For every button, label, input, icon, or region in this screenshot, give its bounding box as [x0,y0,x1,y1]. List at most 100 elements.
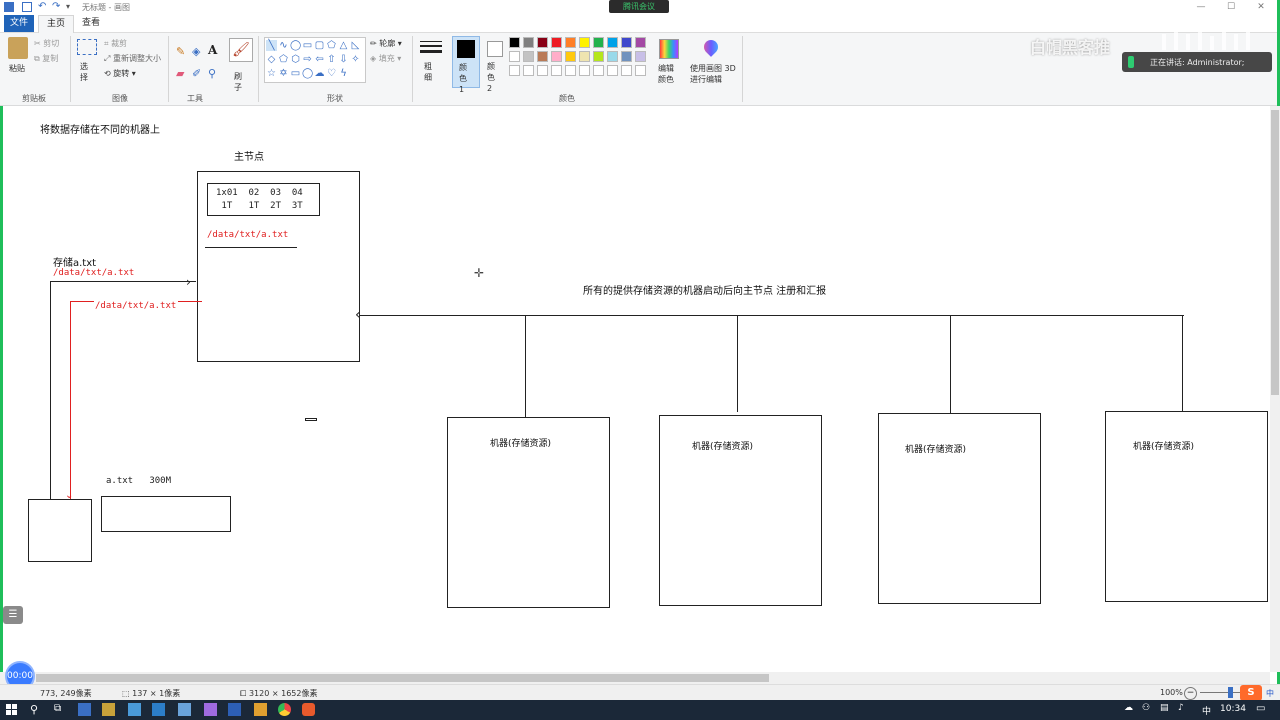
callout-oval-shape-icon[interactable]: ◯ [302,68,314,79]
fill-bucket-icon[interactable]: ◈ [192,45,201,58]
tab-file[interactable]: 文件 [4,15,34,32]
size-button[interactable]: 粗细 [424,62,432,82]
palette-swatch[interactable] [607,51,618,62]
taskbar-app-explorer-icon[interactable] [78,703,91,716]
list-menu-icon[interactable]: ☰ [3,606,23,624]
brush-button[interactable]: 刷子 [234,72,242,92]
ime-indicator[interactable]: 中 [1202,707,1212,717]
tray-icon-2[interactable]: ⚇ [1142,703,1151,713]
magnifier-icon[interactable]: ⚲ [208,67,217,80]
palette-swatch[interactable] [523,51,534,62]
text-tool-icon[interactable]: A [208,43,218,57]
eraser-icon[interactable]: ▰ [176,67,185,80]
rotate-button[interactable]: ⟲ 旋转 ▾ [104,69,136,78]
taskbar-app-store-icon[interactable] [128,703,141,716]
meeting-indicator[interactable]: 腾讯会议 [609,0,669,13]
palette-swatch[interactable] [509,37,520,48]
diamond-shape-icon[interactable]: ◇ [267,54,276,65]
taskbar-app-folder-icon[interactable] [102,703,115,716]
sogou-ime-icon[interactable]: S [1240,685,1262,701]
palette-swatch[interactable] [579,51,590,62]
right-triangle-shape-icon[interactable]: ◺ [351,40,360,51]
palette-swatch[interactable] [551,51,562,62]
save-icon[interactable] [22,2,32,12]
palette-swatch[interactable] [635,51,646,62]
drawing-canvas[interactable]: 将数据存储在不同的机器上 主节点 1x01 02 03 04 1T 1T 2T … [0,106,1270,672]
palette-swatch[interactable] [579,37,590,48]
search-icon[interactable]: ⚲ [30,703,39,716]
hexagon-shape-icon[interactable]: ⬡ [291,54,300,65]
palette-swatch[interactable] [635,65,646,76]
oval-shape-icon[interactable]: ◯ [290,40,302,51]
five-point-star-shape-icon[interactable]: ☆ [267,68,276,79]
cloud-shape-icon[interactable]: ☁ [314,68,325,79]
shapes-gallery[interactable]: ╲ ∿ ◯ ▭ ▢ ⬠ △ ◺ ◇ ⬠ ⬡ ⇨ ⇦ ⇧ ⇩ ✧ ☆ ✡ ▭ ◯ … [264,37,366,83]
paste-icon[interactable] [8,37,28,59]
palette-swatch[interactable] [621,51,632,62]
brush-icon[interactable]: 🖌 [229,38,253,62]
palette-swatch[interactable] [565,37,576,48]
paint3d-button[interactable]: 使用画图 3D 进行编辑 [690,64,736,84]
select-icon[interactable] [77,39,97,55]
down-arrow-shape-icon[interactable]: ⇩ [339,54,348,65]
rectangle-shape-icon[interactable]: ▭ [302,40,313,51]
task-view-icon[interactable]: ⧉ [54,703,62,714]
palette-swatch[interactable] [565,51,576,62]
up-arrow-shape-icon[interactable]: ⇧ [327,54,336,65]
taskbar-app-5-icon[interactable] [204,703,217,716]
callout-rect-shape-icon[interactable]: ▭ [290,68,301,79]
palette-swatch[interactable] [593,51,604,62]
select-button[interactable]: 选择 [80,62,88,82]
polygon-shape-icon[interactable]: ⬠ [327,40,336,51]
color2-button[interactable]: 颜色 2 [483,36,507,93]
line-shape-icon[interactable]: ╲ [266,40,277,51]
palette-swatch[interactable] [565,65,576,76]
ime-mode[interactable]: 中 [1266,689,1274,698]
right-arrow-shape-icon[interactable]: ⇨ [303,54,312,65]
zoom-out-button[interactable]: − [1184,687,1197,700]
four-point-star-shape-icon[interactable]: ✧ [351,54,360,65]
pentagon-shape-icon[interactable]: ⬠ [279,54,288,65]
edit-colors-button[interactable]: 编辑颜色 [658,64,674,84]
paste-button[interactable]: 粘贴 [9,64,25,73]
tab-home[interactable]: 主页 [38,15,74,33]
palette-swatch[interactable] [551,37,562,48]
palette-swatch[interactable] [635,37,646,48]
palette-swatch[interactable] [537,65,548,76]
palette-swatch[interactable] [579,65,590,76]
start-windows-icon[interactable] [6,704,18,716]
palette-swatch[interactable] [607,65,618,76]
palette-swatch[interactable] [509,65,520,76]
taskbar-clock[interactable]: 10:34 [1220,704,1246,714]
tray-icon-1[interactable]: ☁ [1124,703,1133,713]
undo-icon[interactable]: ↶ [38,1,47,12]
left-arrow-shape-icon[interactable]: ⇦ [315,54,324,65]
palette-swatch[interactable] [523,65,534,76]
color-picker-icon[interactable]: ✐ [192,67,202,80]
heart-shape-icon[interactable]: ♡ [327,68,336,79]
pencil-icon[interactable]: ✎ [176,45,186,58]
size-icon[interactable] [420,41,442,42]
minimize-button[interactable]: — [1196,2,1206,12]
taskbar-app-7-icon[interactable] [254,703,267,716]
rounded-rectangle-shape-icon[interactable]: ▢ [314,40,325,51]
palette-swatch[interactable] [593,37,604,48]
taskbar-chrome-icon[interactable] [278,703,291,716]
horizontal-scroll-thumb[interactable] [36,674,769,682]
curve-shape-icon[interactable]: ∿ [279,40,288,51]
vertical-scroll-thumb[interactable] [1271,110,1279,395]
customize-quick-access-icon[interactable]: ▾ [66,2,71,11]
color1-button[interactable]: 颜色 1 [452,36,480,94]
palette-swatch[interactable] [593,65,604,76]
volume-icon[interactable]: ♪ [1178,703,1184,713]
network-icon[interactable]: ▤ [1160,703,1169,713]
zoom-slider[interactable] [1200,692,1250,693]
palette-swatch[interactable] [509,51,520,62]
zoom-slider-thumb[interactable] [1228,687,1233,698]
paint3d-icon[interactable] [701,37,721,57]
six-point-star-shape-icon[interactable]: ✡ [279,68,288,79]
palette-swatch[interactable] [621,37,632,48]
palette-swatch[interactable] [621,65,632,76]
taskbar-app-6-icon[interactable] [228,703,241,716]
palette-swatch[interactable] [607,37,618,48]
